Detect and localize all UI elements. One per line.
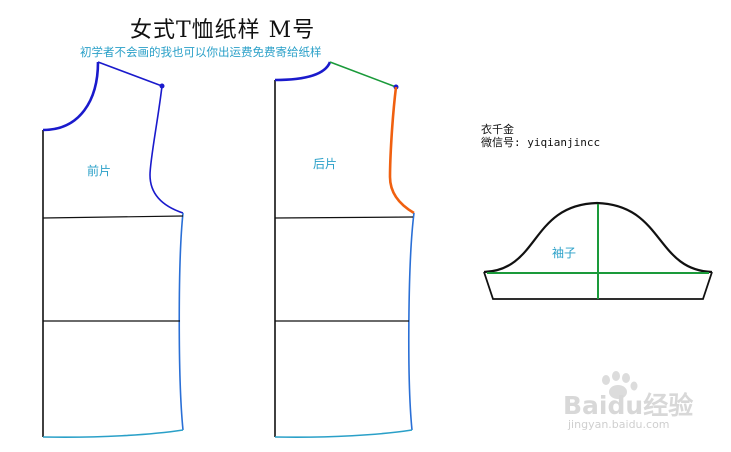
back-hem bbox=[274, 429, 413, 438]
front-piece: 前片 bbox=[42, 61, 184, 438]
watermark-url: jingyan.baidu.com bbox=[568, 418, 670, 431]
back-side-seam bbox=[408, 212, 415, 431]
front-neckline bbox=[42, 61, 100, 132]
back-armhole bbox=[388, 86, 415, 215]
front-chest-line bbox=[42, 215, 184, 219]
back-label: 后片 bbox=[313, 157, 337, 171]
sleeve-cap bbox=[483, 201, 713, 274]
front-hem bbox=[42, 429, 184, 438]
back-shoulder bbox=[329, 61, 397, 88]
back-neckline bbox=[274, 61, 332, 82]
back-piece: 后片 bbox=[274, 61, 415, 438]
front-shoulder bbox=[97, 61, 163, 87]
credit-wechat: 微信号: yiqianjincc bbox=[481, 136, 601, 149]
baidu-paw-icon bbox=[602, 371, 638, 399]
front-label: 前片 bbox=[87, 163, 111, 178]
front-side-seam bbox=[178, 212, 184, 431]
watermark-brand: Baidu经验 bbox=[563, 391, 694, 420]
page-subtitle: 初学者不会画的我也可以你出运费免费寄给纸样 bbox=[80, 45, 322, 59]
page-title: 女式T恤纸样 M号 bbox=[130, 18, 316, 43]
credit-name: 衣千金 bbox=[481, 123, 514, 136]
back-chest-line bbox=[274, 216, 414, 219]
front-armhole bbox=[149, 85, 184, 214]
sleeve-piece: 袖子 bbox=[483, 201, 713, 300]
sleeve-label: 袖子 bbox=[552, 245, 576, 260]
